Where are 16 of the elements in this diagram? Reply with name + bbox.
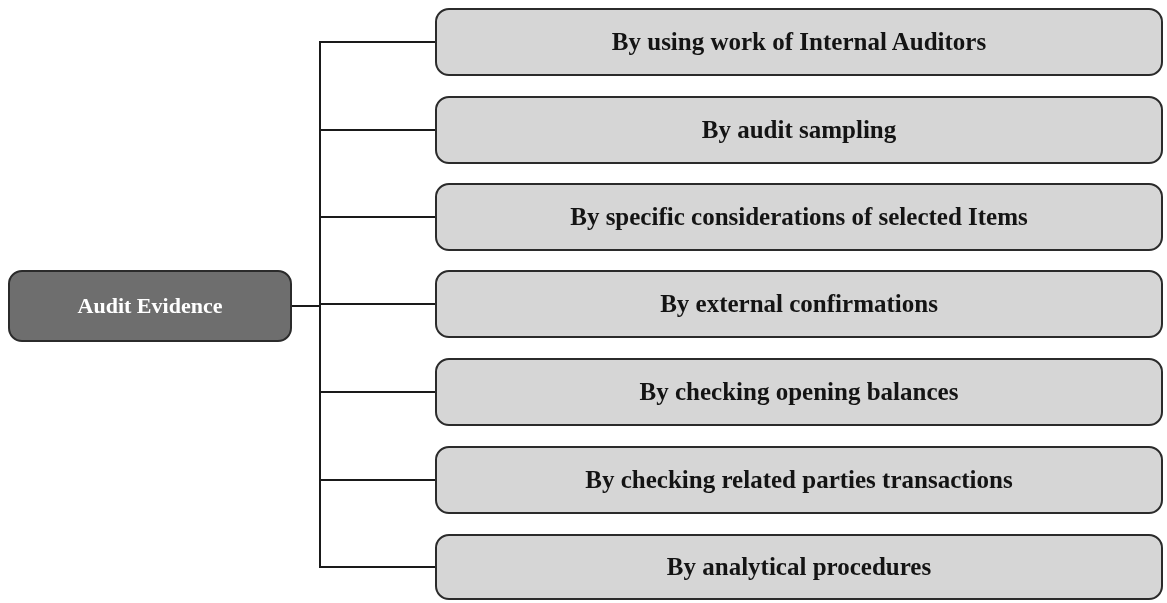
branch-label: By external confirmations xyxy=(660,289,938,320)
branch-label: By audit sampling xyxy=(701,115,897,146)
branch-label: By using work of Internal Auditors xyxy=(611,27,987,58)
branch-box xyxy=(435,534,1163,600)
branch-box xyxy=(435,96,1163,164)
branch-box xyxy=(435,270,1163,338)
branch-box xyxy=(435,358,1163,426)
root-box xyxy=(8,270,292,342)
root-label: Audit Evidence xyxy=(77,292,223,320)
branch-label: By checking related parties transactions xyxy=(585,465,1013,496)
branch-label: By analytical procedures xyxy=(666,552,932,583)
branch-label: By specific considerations of selected Items xyxy=(570,202,1028,233)
branch-box xyxy=(435,8,1163,76)
branch-box xyxy=(435,183,1163,251)
branch-box xyxy=(435,446,1163,514)
branch-label: By checking opening balances xyxy=(639,377,959,408)
